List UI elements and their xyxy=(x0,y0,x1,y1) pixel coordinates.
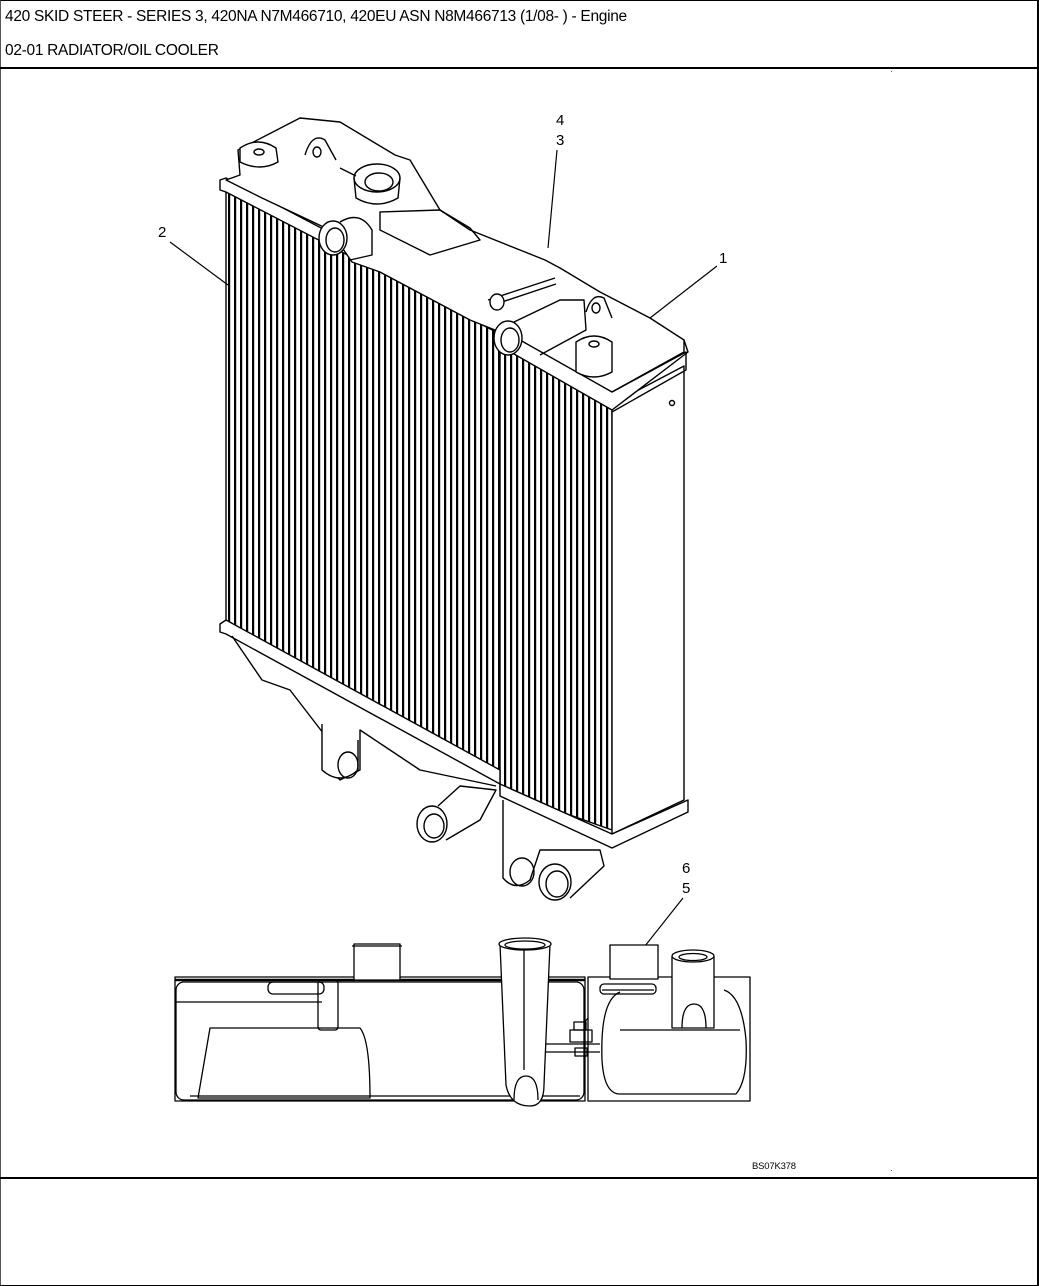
right-border xyxy=(1037,0,1039,1286)
figure-id: BS07K378 xyxy=(752,1161,796,1172)
callout-5[interactable]: 5 xyxy=(682,880,691,897)
header-divider xyxy=(0,67,1039,69)
side-view xyxy=(174,937,751,1107)
callout-4[interactable]: 4 xyxy=(556,112,565,129)
radiator-core xyxy=(225,189,685,835)
footer-divider xyxy=(0,1177,1039,1179)
callout-6[interactable]: 6 xyxy=(682,860,691,877)
callout-3[interactable]: 3 xyxy=(556,132,565,149)
page-title: 420 SKID STEER - SERIES 3, 420NA N7M4667… xyxy=(5,8,627,25)
bottom-tank xyxy=(219,619,689,901)
registration-mark xyxy=(891,1170,892,1171)
callout-2[interactable]: 2 xyxy=(158,224,167,241)
section-title: 02-01 RADIATOR/OIL COOLER xyxy=(5,42,219,59)
parts-diagram xyxy=(169,117,751,1107)
callout-1[interactable]: 1 xyxy=(719,250,728,267)
registration-mark xyxy=(891,71,892,72)
